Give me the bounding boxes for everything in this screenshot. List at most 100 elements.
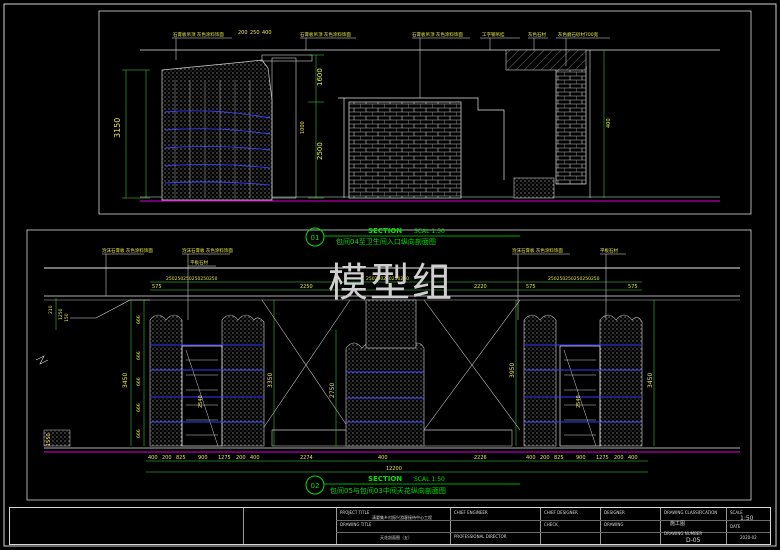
lower-callout-4: 平板石材 (600, 247, 618, 254)
lower-callout-1: 泡沫石膏板 灰色涂料饰面 (182, 247, 233, 254)
lower-top-dim-2: 2250 (300, 284, 313, 290)
lower-bottom-dim-16: 200 (614, 455, 624, 461)
lower-bottom-dim-6: 400 (250, 455, 260, 461)
lower-viewport-frame (26, 229, 752, 501)
lower-bottom-dim-10: 2226 (474, 455, 487, 461)
lower-section: 3450 3350 2750 3950 3450 1550 2540 2540 … (35, 247, 740, 473)
lower-tick-3: 666 (136, 403, 142, 412)
lower-callout-0: 泡沫石膏板 灰色涂料饰面 (102, 247, 153, 254)
lower-bottom-dim-9: 12200 (386, 466, 402, 472)
lower-vdim-9: 150 (64, 313, 70, 322)
lower-section-marker: 02 SECTION SCAL 1:50 包间05与包间03中间天花纵向剖面图 (305, 475, 520, 495)
lower-vdim-4: 3450 (647, 373, 654, 388)
upper-section-word: SECTION (368, 227, 402, 235)
lower-bottom-dim-11: 400 (526, 455, 536, 461)
title-block: PROJECT TITLE 清晏集乡村振兴游客接待中心工程 DRAWING TI… (9, 507, 771, 545)
lower-bottom-dim-1: 200 (162, 455, 172, 461)
lower-section-title: 包间05与包间03中间天花纵向剖面图 (330, 486, 446, 495)
upper-section-title: 包间04至卫生间入口纵向剖面图 (336, 237, 436, 246)
lower-vdim-5: 1550 (46, 433, 52, 446)
lower-vdim-8: 210 (48, 305, 54, 314)
drawing-title-label: DRAWING TITLE (340, 522, 372, 527)
lower-top-dim-7: 575 (628, 284, 638, 290)
lower-bottom-dim-4: 1275 (218, 455, 231, 461)
scale-value: 1:50 (740, 515, 754, 522)
lower-tick-2: 666 (136, 377, 142, 386)
lower-vdim-10: 1250 (58, 308, 64, 320)
drawing-number-label: DRAWING NUMBER (664, 531, 703, 536)
lower-bottom-dim-13: 825 (554, 455, 564, 461)
project-title-label: PROJECT TITLE (340, 510, 370, 515)
lower-bottom-dim-3: 900 (198, 455, 208, 461)
lower-vdim-3: 3950 (509, 363, 516, 378)
chief-designer-label: CHIEF DESIGNER (544, 510, 578, 515)
upper-callout-4: 灰色石材 (528, 31, 546, 38)
lower-bottom-dim-15: 1275 (596, 455, 609, 461)
drawing-classification: 施工图 (670, 521, 686, 527)
upper-callout-0: 石膏板吊顶 灰色涂料饰面 (173, 31, 224, 38)
upper-dim-400: 400 (606, 118, 612, 128)
upper-left-wall-hatch (161, 59, 273, 201)
drawing-label: DRAWING (604, 522, 624, 527)
upper-brick-column (555, 65, 587, 185)
drawing-number: D-05 (686, 537, 701, 544)
lower-bottom-dim-0: 400 (148, 455, 158, 461)
date-label: DATE (730, 524, 741, 529)
lower-bottom-dim-14: 900 (576, 455, 586, 461)
upper-callout-2: 石膏板吊顶 灰色涂料饰面 (412, 31, 463, 38)
drawing-title: 天花剖面图（五） (380, 535, 412, 540)
sheet-border (3, 3, 777, 547)
lower-vdim-0: 3450 (122, 373, 129, 388)
drawing-classification-label: DRAWING CLASSIFICATION (664, 510, 718, 515)
upper-viewport-frame (98, 10, 752, 215)
scale-label: SCALE (730, 510, 743, 515)
lower-top-dim-3: 250250250250250 (366, 276, 409, 282)
upper-section: 3150 1600 2500 1000 400 200 250 400 石膏板吊… (113, 30, 720, 202)
lower-vdim-2: 2750 (329, 383, 336, 398)
upper-callout-3: 工字钢吊挂 (482, 31, 505, 38)
upper-dim-3150: 3150 (113, 118, 122, 138)
lower-bottom-dim-12: 200 (540, 455, 550, 461)
upper-dim-top-1: 250 (250, 30, 260, 36)
professional-director-label: PROFESSIONAL DIRECTOR (454, 534, 507, 539)
lower-top-dim-5: 575 (526, 284, 536, 290)
designer-label: DESIGNER (604, 510, 625, 515)
lower-top-dim-4: 2220 (474, 284, 487, 290)
lower-callout-2: 平板石材 (190, 259, 208, 266)
upper-dim-top-2: 400 (262, 30, 272, 36)
lower-vdim-1: 3350 (267, 373, 274, 388)
lower-tick-0: 666 (136, 315, 142, 324)
upper-dim-2500: 2500 (316, 142, 324, 160)
lower-top-dim-6: 250250250250250250 (548, 276, 600, 282)
lower-tick-1: 666 (136, 351, 142, 360)
lower-bottom-dim-2: 825 (176, 455, 186, 461)
watermark: 模型组 (328, 260, 454, 306)
upper-callout-1: 石膏板吊顶 灰色涂料饰面 (300, 31, 351, 38)
upper-dim-top-0: 200 (238, 30, 248, 36)
lower-section-word: SECTION (368, 475, 402, 483)
lower-vdim-7: 2540 (576, 395, 582, 408)
lower-bottom-dim-17: 400 (628, 455, 638, 461)
lower-right-columns (523, 314, 643, 447)
upper-section-marker: 01 SECTION SCAL 1:50 包间04至卫生间入口纵向剖面图 (305, 227, 520, 247)
lower-top-dim-1: 250250250250250250 (166, 276, 218, 282)
lower-top-dim-0: 575 (152, 284, 162, 290)
lower-vdim-6: 2540 (198, 395, 204, 408)
upper-dim-1600: 1600 (316, 68, 324, 86)
lower-bottom-dim-5: 200 (236, 455, 246, 461)
upper-dim-1000: 1000 (300, 121, 306, 134)
lower-bottom-dim-8: 400 (378, 455, 388, 461)
lower-left-columns (149, 314, 265, 447)
lower-bottom-dim-7: 2274 (300, 455, 313, 461)
upper-brick-wall (348, 101, 462, 199)
upper-section-scale: SCAL 1:50 (414, 228, 445, 235)
lower-section-scale: SCAL 1:50 (414, 476, 445, 483)
lower-marker-number: 02 (311, 482, 320, 490)
lower-callout-3: 泡沫石膏板 灰色涂料饰面 (512, 247, 563, 254)
upper-marker-number: 01 (311, 234, 320, 242)
upper-callout-5: 灰色磨石砂材700宽 (558, 31, 599, 38)
date-value: 2020-02 (740, 535, 757, 540)
lower-tick-4: 666 (136, 429, 142, 438)
project-title: 清晏集乡村振兴游客接待中心工程 (372, 515, 432, 520)
